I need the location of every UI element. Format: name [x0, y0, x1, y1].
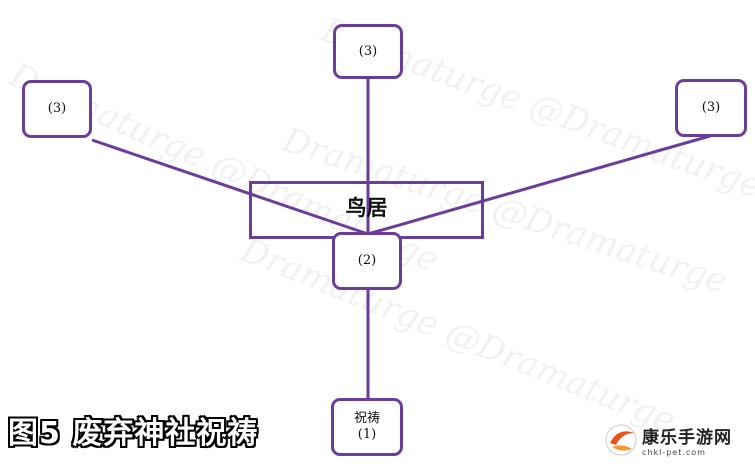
figure-caption: 图5 废弃神社祝祷	[8, 416, 259, 451]
torii-box: 鸟居	[249, 181, 484, 239]
site-logo: 康乐手游网 chkl-pet.com	[604, 418, 752, 462]
logo-text: 康乐手游网 chkl-pet.com	[642, 423, 732, 457]
node-center-label: (2)	[357, 253, 377, 269]
line-left-to-center	[91, 138, 369, 236]
logo-url: chkl-pet.com	[642, 448, 706, 457]
logo-swoosh-icon	[605, 424, 637, 456]
node-center: (2)	[332, 232, 402, 290]
node-bottom: 祝祷 (1)	[331, 398, 403, 456]
node-left: (3)	[22, 80, 92, 138]
line-right-to-center	[367, 134, 711, 236]
node-top-label: (3)	[358, 43, 378, 59]
logo-name: 康乐手游网	[642, 428, 732, 448]
node-bottom-label-line1: 祝祷	[353, 411, 380, 427]
node-left-label: (3)	[47, 101, 67, 117]
node-right: (3)	[675, 79, 747, 137]
node-top: (3)	[333, 24, 403, 79]
torii-label: 鸟居	[345, 196, 388, 220]
node-right-label: (3)	[701, 100, 721, 116]
node-bottom-label-line2: (1)	[357, 427, 377, 442]
